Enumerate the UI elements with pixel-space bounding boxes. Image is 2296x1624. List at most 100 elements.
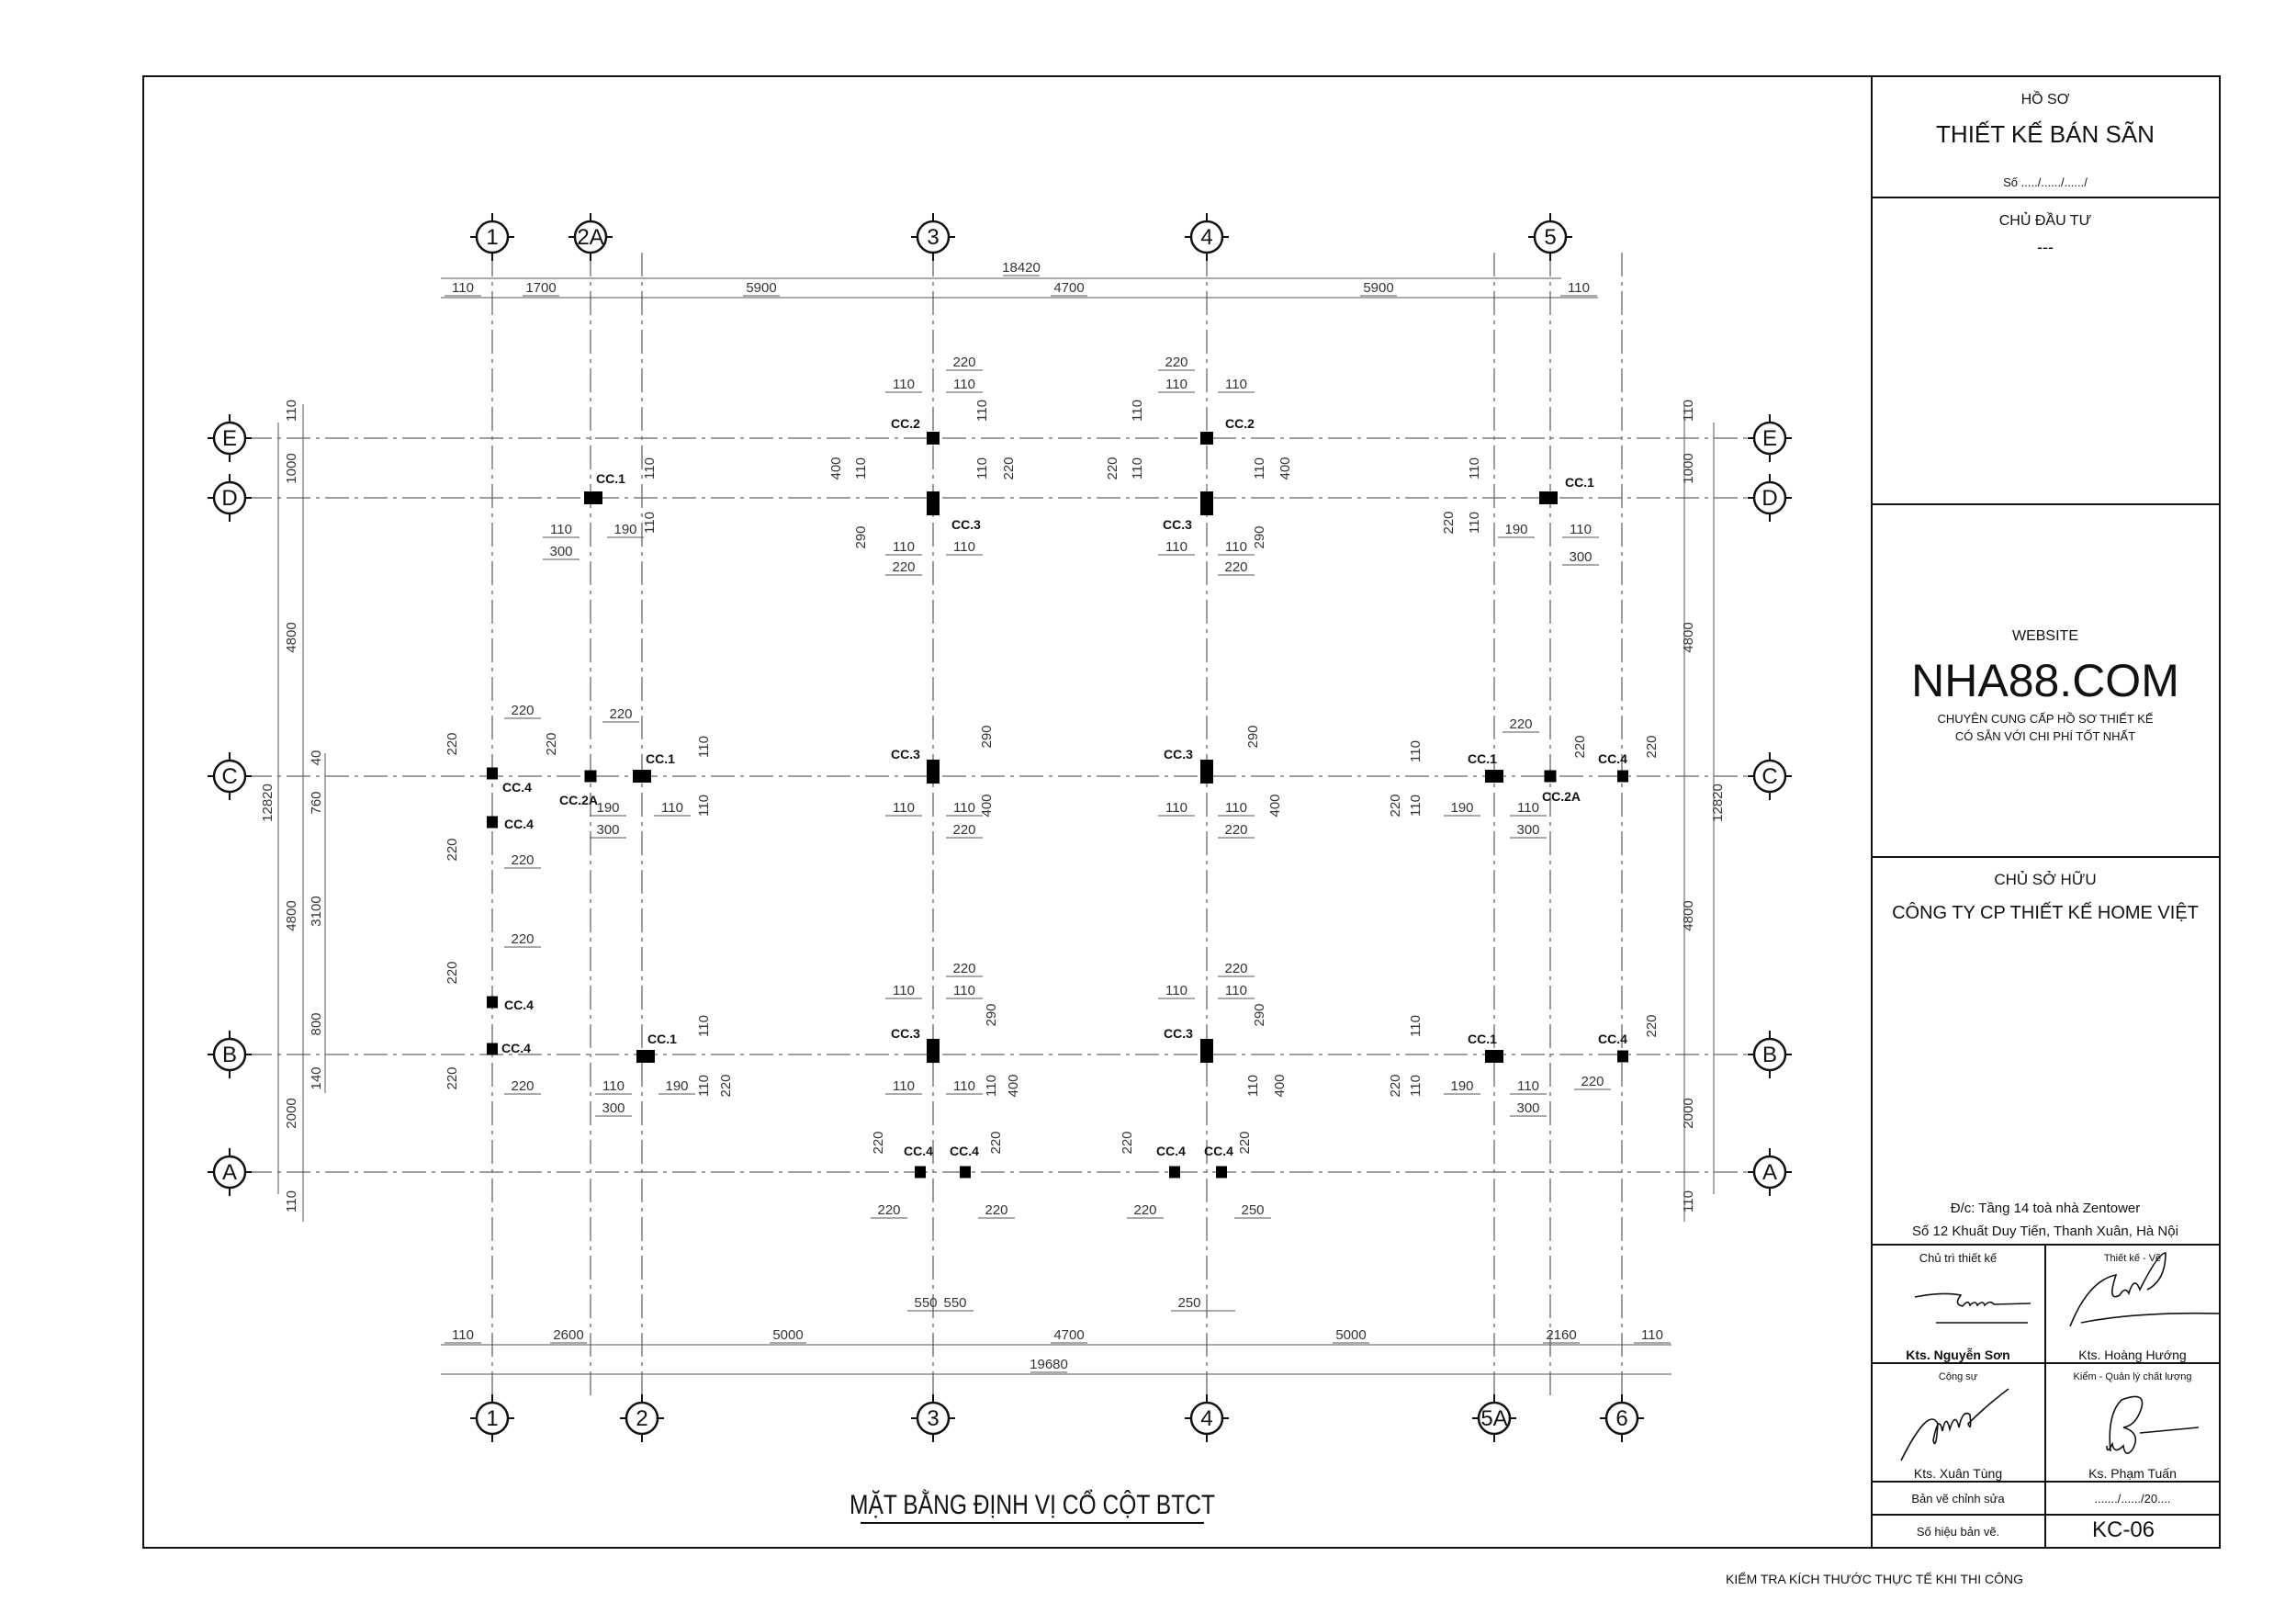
dimension-value: 110 <box>1408 795 1424 817</box>
dimension-value: 800 <box>309 1012 324 1035</box>
dimension-value: 110 <box>1641 1327 1663 1343</box>
dimension-value: 110 <box>974 457 990 479</box>
column-footing <box>487 1043 498 1055</box>
dimension-value: 2000 <box>284 1098 299 1128</box>
axis-label: 3 <box>927 1406 939 1431</box>
axis-label: 2 <box>636 1406 647 1431</box>
column-label: CC.2A <box>1542 789 1581 804</box>
sheet-number: KC-06 <box>2092 1517 2155 1542</box>
dimension-value: 290 <box>984 1003 999 1026</box>
dimension-value: 110 <box>696 795 712 817</box>
dimension-value: 5000 <box>1335 1327 1366 1343</box>
dimension-value: 300 <box>549 544 572 559</box>
doc-title: THIẾT KẾ BÁN SÃN <box>1936 120 2155 148</box>
axis-bubble-left: D <box>208 474 252 522</box>
dimension-value: 110 <box>984 1075 999 1097</box>
axis-bubble-top: 1 <box>470 213 514 261</box>
column-footing <box>1485 770 1503 783</box>
dimension-value: 220 <box>511 1078 534 1094</box>
axis-label: D <box>1761 486 1777 511</box>
footer-note: KIỂM TRA KÍCH THƯỚC THỰC TẾ KHI THI CÔNG <box>1726 1571 2023 1586</box>
drawing-title: MẶT BẰNG ĐỊNH VỊ CỔ CỘT BTCT <box>850 1489 1215 1520</box>
dimension-value: 220 <box>988 1131 1004 1154</box>
dimension-value: 110 <box>284 400 299 422</box>
dimension-value: 110 <box>1517 800 1539 816</box>
dimension-value: 110 <box>893 983 915 998</box>
dimension-value: 550 <box>914 1295 937 1311</box>
column-footing <box>1200 760 1213 784</box>
dimension-value: 110 <box>642 457 658 479</box>
axis-bubble-right: B <box>1748 1031 1792 1078</box>
revision-date: ......./....../20.... <box>2094 1492 2170 1506</box>
dimension-value: 190 <box>1450 1078 1473 1094</box>
dimension-value: 190 <box>665 1078 688 1094</box>
signature-pham-tuan <box>2106 1395 2200 1454</box>
role-label: Kiểm - Quản lý chất lượng <box>2074 1371 2192 1382</box>
dimension-value: 110 <box>696 1075 712 1097</box>
axis-label: 4 <box>1200 225 1212 250</box>
column-footing <box>1485 1050 1503 1063</box>
column-label: CC.3 <box>891 747 920 761</box>
axis-bubble-left: C <box>208 752 252 800</box>
axis-bubble-left: E <box>208 414 252 462</box>
dimension-value: 220 <box>1509 716 1532 732</box>
role-label: Cộng sự <box>1939 1371 1978 1382</box>
dimension-value: 4700 <box>1053 280 1084 296</box>
column-label: CC.3 <box>1164 747 1193 761</box>
axis-label: A <box>1762 1160 1777 1185</box>
sheet-frame <box>142 75 2221 1549</box>
dimension-value: 2000 <box>1681 1098 1696 1128</box>
dimension-value: 110 <box>1165 800 1187 816</box>
dimension-value: 19680 <box>1030 1357 1068 1372</box>
axis-label: B <box>222 1043 237 1067</box>
column-label: CC.4 <box>504 998 534 1012</box>
dimension-value: 4800 <box>1681 900 1696 930</box>
sheet-label: Số hiệu bản vẽ. <box>1917 1525 1999 1539</box>
signer-name: Ks. Phạm Tuấn <box>2088 1466 2177 1481</box>
dimension-value: 110 <box>1467 457 1482 479</box>
dimension-value: 140 <box>309 1066 324 1089</box>
dimension-value: 5900 <box>1363 280 1393 296</box>
dimension-value: 5000 <box>772 1327 803 1343</box>
dimension-value: 110 <box>1252 457 1267 479</box>
dimension-value: 4800 <box>284 900 299 930</box>
dimension-value: 110 <box>893 1078 915 1094</box>
dimension-value: 220 <box>892 559 915 575</box>
dimension-value: 300 <box>1516 822 1539 838</box>
axis-bubble-bottom: 6 <box>1600 1394 1644 1442</box>
column-label: CC.4 <box>504 817 534 831</box>
axis-label: E <box>1762 426 1777 451</box>
axis-bubble-top: 2A <box>568 213 613 261</box>
dimension-value: 1700 <box>525 280 556 296</box>
signer-name: Kts. Hoàng Hướng <box>2078 1348 2186 1362</box>
dimension-value: 4800 <box>284 622 299 652</box>
dimension-value: 400 <box>828 457 844 479</box>
dimension-value: 550 <box>943 1295 966 1311</box>
dimension-value: 190 <box>1450 800 1473 816</box>
column-label: CC.2A <box>559 793 598 807</box>
investor-label: CHỦ ĐẦU TƯ <box>1999 211 2091 229</box>
signature-nguyen-son <box>1914 1292 2032 1324</box>
column-footing <box>1200 1039 1213 1063</box>
doc-number: Số ...../....../....../ <box>2003 175 2088 189</box>
column-label: CC.4 <box>1204 1144 1233 1158</box>
axis-bubble-bottom: 2 <box>620 1394 664 1442</box>
revision-label: Bản vẽ chỉnh sửa <box>1911 1492 2005 1506</box>
axis-label: 5 <box>1544 225 1556 250</box>
axis-bubble-right: E <box>1748 414 1792 462</box>
dimension-value: 220 <box>609 706 632 722</box>
dimension-value: 1000 <box>1681 453 1696 483</box>
dimension-value: 110 <box>893 377 915 392</box>
dimension-value: 300 <box>596 822 619 838</box>
column-label: CC.4 <box>502 780 532 795</box>
column-footing <box>927 760 940 784</box>
dimension-value: 110 <box>1408 740 1424 762</box>
column-footing <box>487 816 498 829</box>
column-label: CC.1 <box>646 751 675 766</box>
dimension-value: 110 <box>1568 280 1590 296</box>
dimension-value: 220 <box>871 1131 886 1154</box>
dimension-value: 220 <box>1105 457 1120 479</box>
dimension-value: 110 <box>696 736 712 758</box>
axis-label: 4 <box>1200 1406 1212 1431</box>
column-label: CC.3 <box>1164 1026 1193 1041</box>
